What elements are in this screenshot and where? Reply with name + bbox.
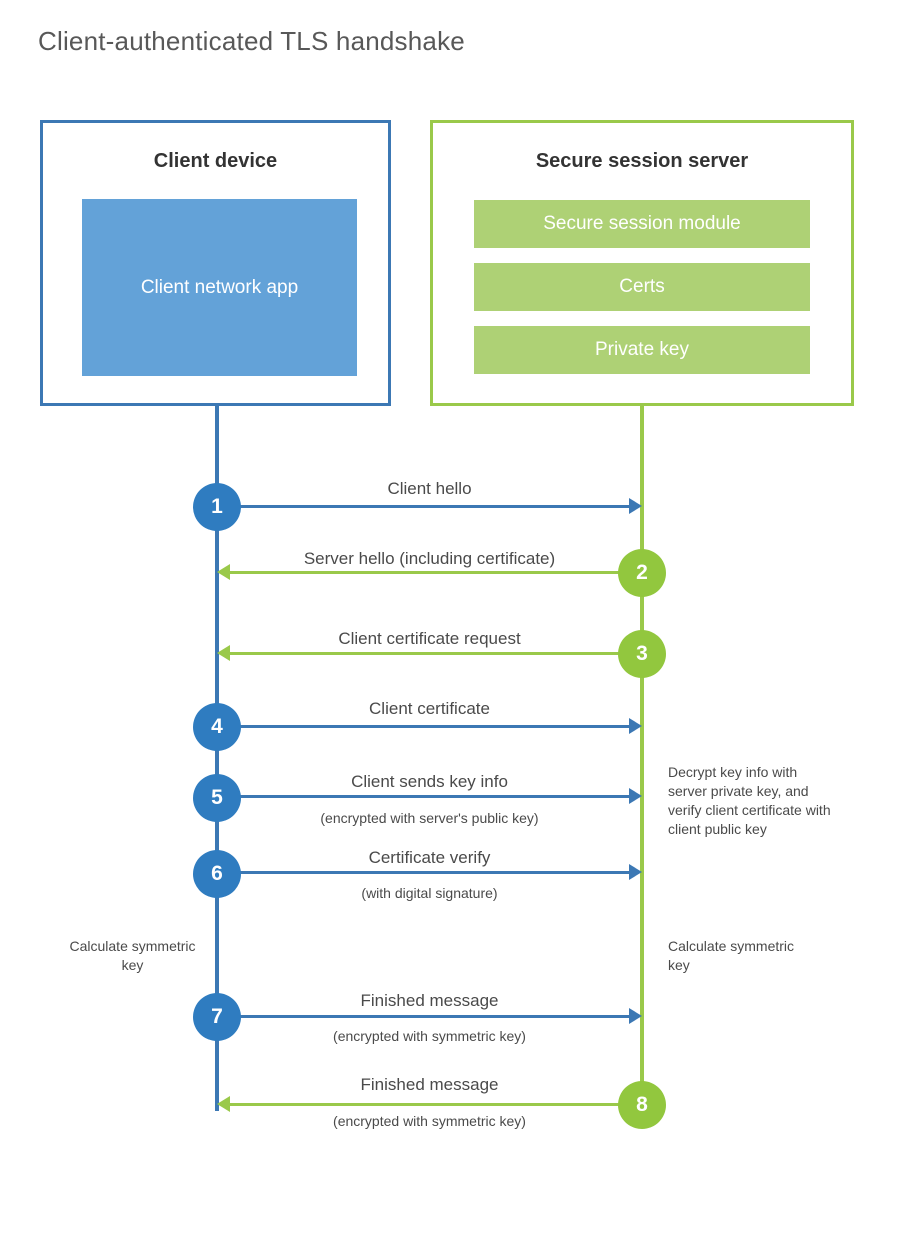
step-5-sublabel: (encrypted with server's public key) [320,810,539,826]
step-1-marker[interactable]: 1 [193,483,241,531]
step-7-sublabel: (encrypted with symmetric key) [333,1028,526,1044]
note-server-calculate-symmetric-key: Calculate symmetric key [668,938,795,973]
client-device-box: Client device Client network app [40,120,391,406]
client-network-app-block: Client network app [82,199,357,376]
note-server-decrypt: Decrypt key info with server private key… [668,764,831,837]
step-7-label: Finished message [360,991,499,1010]
step-8-marker[interactable]: 8 [618,1081,666,1129]
step-4-label: Client certificate [369,699,490,718]
step-6-sublabel: (with digital signature) [361,885,498,901]
step-2-arrowhead [217,564,230,580]
secure-session-server-title: Secure session server [535,150,749,172]
step-1-arrowhead [629,498,642,514]
step-8-sublabel: (encrypted with symmetric key) [333,1113,526,1129]
step-5-marker[interactable]: 5 [193,774,241,822]
step-5-arrow-line [217,795,629,798]
page-title: Client-authenticated TLS handshake [38,26,465,56]
step-5-arrowhead [629,788,642,804]
client-device-title: Client device [153,150,278,172]
step-7-marker[interactable]: 7 [193,993,241,1041]
server-block-certs: Certs [474,263,810,311]
step-2-arrow-line [230,571,642,574]
secure-session-server-box: Secure session server Secure session mod… [430,120,854,406]
step-3-label: Client certificate request [338,629,521,648]
note-client-calculate-symmetric-key: Calculate symmetric key [69,938,196,973]
step-6-arrow-line [217,871,629,874]
step-7-arrowhead [629,1008,642,1024]
step-6-arrowhead [629,864,642,880]
step-5-label: Client sends key info [351,772,508,791]
server-block-secure-session-module: Secure session module [474,200,810,248]
step-4-arrow-line [217,725,629,728]
server-lifeline [640,406,644,1106]
server-block-private-key: Private key [474,326,810,374]
step-8-arrow-line [230,1103,642,1106]
step-1-arrow-line [217,505,629,508]
step-8-arrowhead [217,1096,230,1112]
step-4-marker[interactable]: 4 [193,703,241,751]
step-3-arrow-line [230,652,642,655]
step-6-marker[interactable]: 6 [193,850,241,898]
step-2-label: Server hello (including certificate) [303,549,556,568]
step-6-label: Certificate verify [368,848,491,867]
step-8-label: Finished message [360,1075,499,1094]
step-2-marker[interactable]: 2 [618,549,666,597]
step-4-arrowhead [629,718,642,734]
step-7-arrow-line [217,1015,629,1018]
step-3-arrowhead [217,645,230,661]
client-lifeline [215,406,219,1111]
step-1-label: Client hello [387,479,472,498]
step-3-marker[interactable]: 3 [618,630,666,678]
